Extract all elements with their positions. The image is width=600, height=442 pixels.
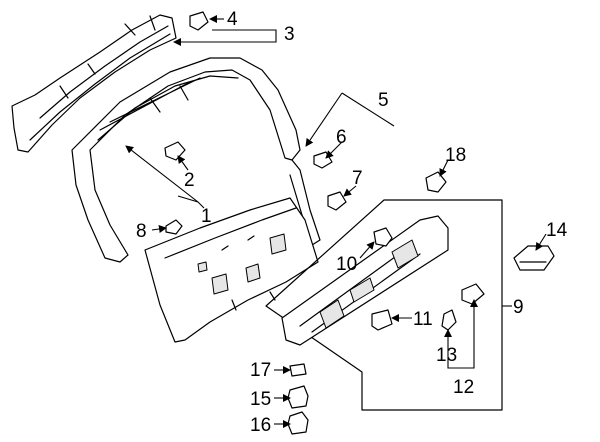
callout-9: 9: [513, 297, 524, 318]
upper-trim-strip: [11, 14, 177, 153]
clip-13: [441, 309, 457, 331]
part-15: [287, 385, 309, 409]
callout-7: 7: [352, 168, 363, 189]
clip-12: [461, 283, 485, 305]
callout-2: 2: [184, 170, 195, 191]
insert-10: [373, 227, 393, 247]
part-9-outline: [265, 199, 503, 411]
callout-16: 16: [250, 415, 271, 436]
pad-8: [165, 219, 183, 235]
bracket-11: [371, 309, 393, 331]
callout-13: 13: [436, 345, 457, 366]
leader-lines: [125, 15, 547, 428]
liftgate-lower-panel: [144, 197, 319, 343]
callout-15: 15: [250, 389, 271, 410]
callout-5: 5: [378, 90, 389, 111]
fastener-4: [189, 11, 209, 31]
callout-8: 8: [136, 221, 147, 242]
callout-11: 11: [413, 309, 433, 330]
clip-7: [327, 191, 347, 211]
callout-1: 1: [201, 206, 212, 227]
lamp-14: [513, 245, 555, 271]
callout-18: 18: [445, 145, 466, 166]
part-16: [287, 411, 309, 435]
callout-12: 12: [453, 377, 474, 398]
handle-housing: [281, 215, 449, 346]
clip-18: [425, 171, 447, 193]
clip-2: [164, 141, 186, 161]
callout-6: 6: [336, 127, 347, 148]
callout-4: 4: [227, 9, 238, 30]
callout-14: 14: [546, 220, 568, 241]
callout-10: 10: [336, 254, 357, 275]
part-17: [289, 363, 307, 377]
callout-17: 17: [250, 360, 271, 381]
callout-3: 3: [284, 24, 295, 45]
